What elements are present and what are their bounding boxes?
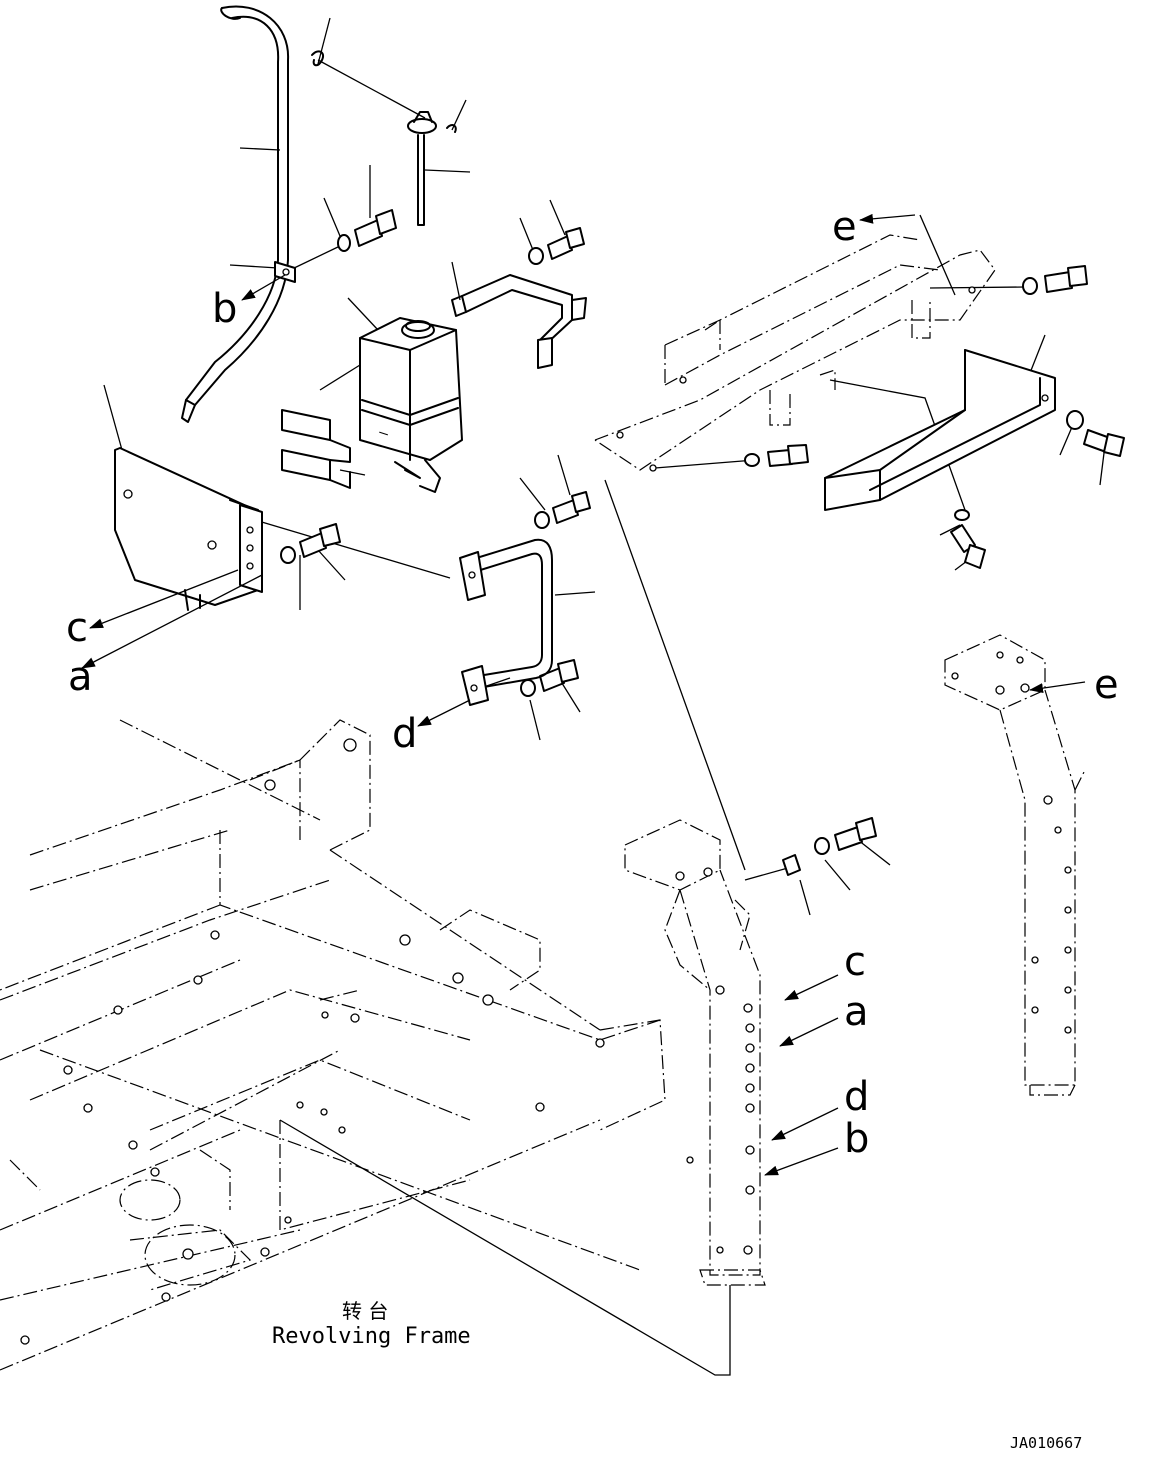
dipstick [407,111,437,226]
label-d-right: d [844,1074,869,1120]
label-a-left: a [68,654,93,700]
label-d-left: d [392,711,417,757]
label-e-top: e [832,204,857,250]
clip-top [311,50,457,133]
upper-bracket-assembly [594,234,996,472]
cushion-pads [281,409,351,489]
frame-caption-en: Revolving Frame [272,1324,471,1349]
fasteners [280,209,1125,876]
label-e-right: e [1094,662,1119,708]
label-c-left: c [66,605,88,651]
grab-handle [459,538,553,706]
mount-plate [114,447,263,611]
callout-arrows [81,213,1086,1176]
reservoir-tank: — [359,317,463,493]
cover-tray [824,349,1056,511]
drawing-number: JA010667 [1010,1434,1082,1452]
label-c-right: c [844,939,866,985]
label-a-right: a [844,989,869,1035]
leader-lines [103,17,1106,1376]
revolving-frame [0,719,666,1371]
frame-caption-cn: 转 台 [342,1299,388,1323]
column-right [944,634,1086,1096]
column-center [624,819,766,1286]
guide-pipe [181,5,296,423]
label-b-left: b [212,286,237,332]
callout-labels: b c a d e e c a d b [66,204,1119,1162]
label-b-right: b [844,1116,869,1162]
tank-bracket [451,274,587,369]
